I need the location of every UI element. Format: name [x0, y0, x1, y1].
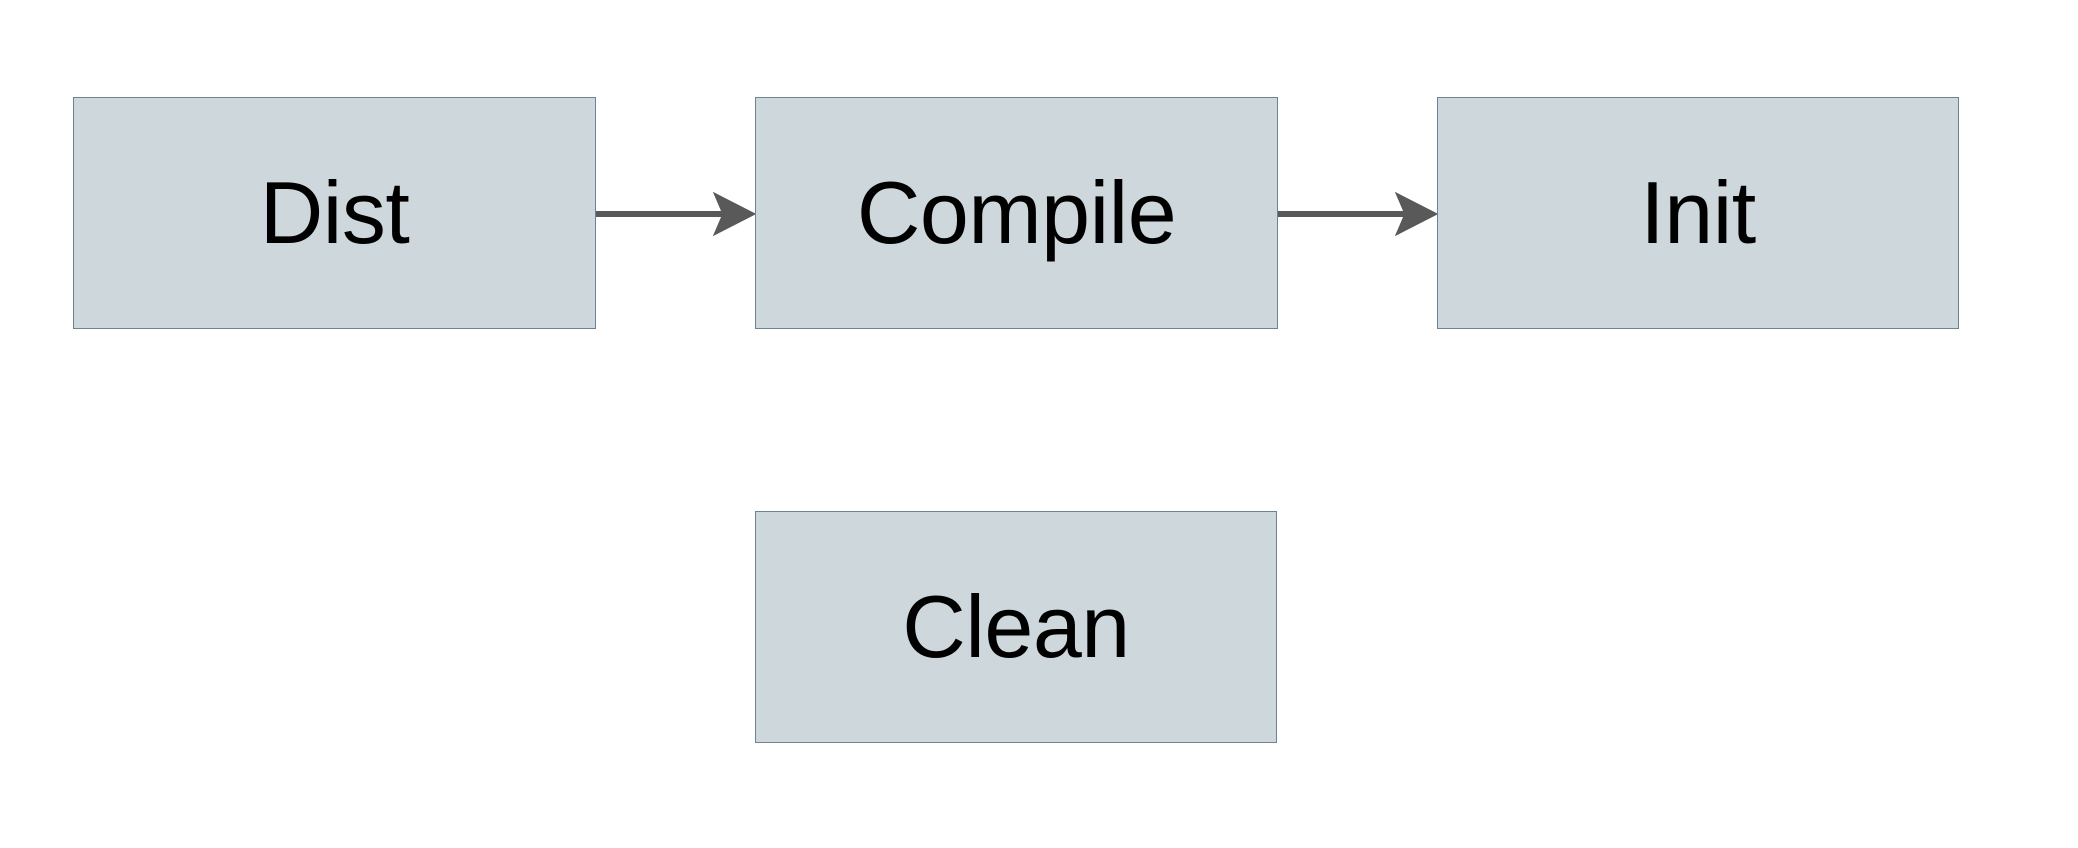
node-compile-label: Compile — [856, 163, 1177, 262]
arrow-compile-to-init — [1278, 191, 1439, 237]
node-clean[interactable]: Clean — [755, 511, 1277, 743]
edge-compile-to-init[interactable] — [1278, 183, 1439, 245]
arrow-dist-to-compile — [596, 191, 757, 237]
node-init[interactable]: Init — [1437, 97, 1959, 329]
node-clean-label: Clean — [902, 577, 1130, 676]
node-init-label: Init — [1640, 163, 1756, 262]
node-dist-label: Dist — [259, 163, 410, 262]
edge-dist-to-compile[interactable] — [596, 183, 757, 245]
node-compile[interactable]: Compile — [755, 97, 1278, 329]
node-dist[interactable]: Dist — [73, 97, 596, 329]
